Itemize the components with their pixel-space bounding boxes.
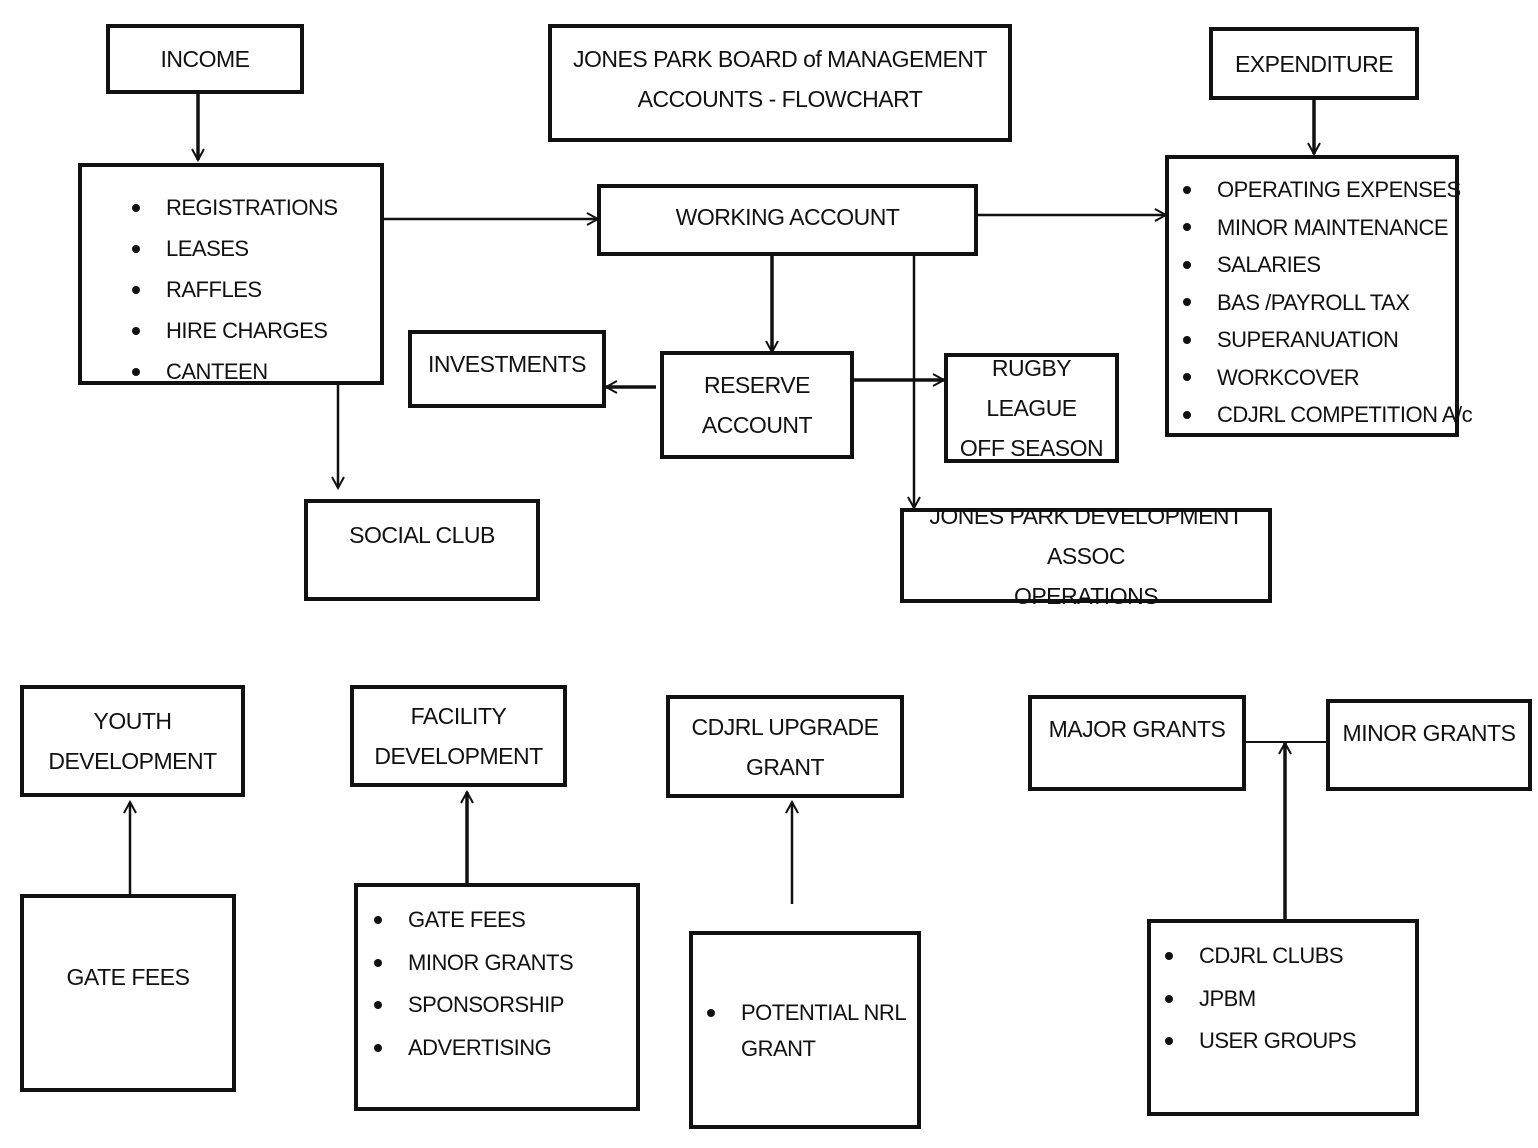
list-item: LEASES: [132, 228, 338, 269]
flowchart-title-box: JONES PARK BOARD of MANAGEMENT ACCOUNTS …: [548, 24, 1012, 142]
cdjrl-upgrade-line-2: GRANT: [746, 753, 825, 780]
list-item: GATE FEES: [373, 899, 573, 942]
jpda-operations-box: JONES PARK DEVELOPMENT ASSOC OPERATIONS: [900, 503, 1272, 609]
social-club-box: SOCIAL CLUB: [304, 499, 540, 601]
income-box: INCOME: [106, 24, 304, 94]
facility-development-line-2: DEVELOPMENT: [374, 743, 543, 769]
rugby-league-line-1: RUGBY LEAGUE: [986, 355, 1077, 421]
nrl-grant-list: POTENTIAL NRL GRANT: [706, 995, 907, 1067]
minor-grants-label: MINOR GRANTS: [1342, 720, 1516, 746]
list-item: CDJRL CLUBS: [1164, 935, 1356, 978]
expenditure-items-box: OPERATING EXPENSES MINOR MAINTENANCE SAL…: [1165, 155, 1473, 437]
income-label: INCOME: [160, 46, 251, 72]
jpda-line-1: JONES PARK DEVELOPMENT ASSOC: [929, 502, 1243, 569]
youth-development-line-1: YOUTH: [93, 708, 173, 734]
youth-gate-fees-label: GATE FEES: [66, 964, 190, 990]
facility-development-line-1: FACILITY: [410, 703, 507, 729]
facility-sources-box: GATE FEES MINOR GRANTS SPONSORSHIP ADVER…: [354, 883, 640, 1111]
list-item: CANTEEN: [132, 351, 338, 381]
expenditure-box: EXPENDITURE: [1209, 27, 1419, 100]
rugby-league-line-2: OFF SEASON: [959, 435, 1104, 461]
title-line-1: JONES PARK BOARD of MANAGEMENT: [573, 46, 987, 72]
working-account-box: WORKING ACCOUNT: [597, 184, 978, 256]
expenditure-label: EXPENDITURE: [1234, 50, 1394, 77]
list-item: ADVERTISING: [373, 1027, 573, 1070]
list-item: POTENTIAL NRL: [706, 995, 907, 1031]
youth-development-box: YOUTH DEVELOPMENT: [20, 685, 245, 797]
list-item nrl-grant-continuation: GRANT: [741, 1036, 816, 1061]
list-item: SUPERANUATION: [1182, 321, 1472, 359]
list-item: BAS /PAYROLL TAX: [1182, 284, 1472, 322]
nrl-grant-box: POTENTIAL NRL GRANT: [689, 931, 921, 1129]
reserve-account-box: RESERVE ACCOUNT: [660, 351, 854, 459]
list-item: USER GROUPS: [1164, 1020, 1357, 1063]
grant-sources-list: CDJRL CLUBS JPBM USER GROUPS: [1164, 935, 1357, 1063]
cdjrl-upgrade-grant-box: CDJRL UPGRADE GRANT: [666, 695, 904, 798]
facility-sources-list: GATE FEES MINOR GRANTS SPONSORSHIP ADVER…: [373, 899, 574, 1070]
reserve-account-line-1: RESERVE: [703, 372, 811, 398]
grant-sources-box: CDJRL CLUBS JPBM USER GROUPS: [1147, 919, 1419, 1116]
income-sources-box: REGISTRATIONS LEASES RAFFLES HIRE CHARGE…: [78, 163, 384, 385]
list-item: OPERATING EXPENSES: [1182, 171, 1472, 209]
major-grants-label: MAJOR GRANTS: [1048, 716, 1226, 742]
working-account-label: WORKING ACCOUNT: [675, 204, 900, 230]
reserve-account-line-2: ACCOUNT: [701, 412, 813, 438]
facility-development-box: FACILITY DEVELOPMENT: [350, 685, 567, 787]
jpda-line-2: OPERATIONS: [1013, 582, 1159, 609]
list-item: REGISTRATIONS: [132, 187, 338, 228]
cdjrl-upgrade-line-1: CDJRL UPGRADE: [691, 713, 879, 740]
list-item: SALARIES: [1182, 246, 1472, 284]
social-club-label: SOCIAL CLUB: [349, 522, 495, 548]
list-item: RAFFLES: [132, 269, 338, 310]
expenditure-items-list: OPERATING EXPENSES MINOR MAINTENANCE SAL…: [1182, 171, 1473, 434]
income-sources-list: REGISTRATIONS LEASES RAFFLES HIRE CHARGE…: [132, 187, 338, 381]
rugby-league-box: RUGBY LEAGUE OFF SEASON: [944, 353, 1119, 463]
title-line-2: ACCOUNTS - FLOWCHART: [637, 86, 923, 112]
list-item: WORKCOVER: [1182, 359, 1472, 397]
list-item: HIRE CHARGES: [132, 310, 338, 351]
list-item: MINOR MAINTENANCE: [1182, 209, 1472, 247]
list-item: SPONSORSHIP: [373, 984, 573, 1027]
list-item: JPBM: [1164, 978, 1356, 1021]
youth-development-line-2: DEVELOPMENT: [48, 748, 217, 774]
youth-gate-fees-box: GATE FEES: [20, 894, 236, 1092]
investments-label: INVESTMENTS: [427, 351, 587, 377]
list-item: MINOR GRANTS: [373, 942, 574, 985]
major-grants-box: MAJOR GRANTS: [1028, 695, 1246, 791]
investments-box: INVESTMENTS: [408, 330, 606, 408]
list-item: CDJRL COMPETITION A/c: [1182, 396, 1473, 434]
minor-grants-box: MINOR GRANTS: [1326, 699, 1532, 791]
